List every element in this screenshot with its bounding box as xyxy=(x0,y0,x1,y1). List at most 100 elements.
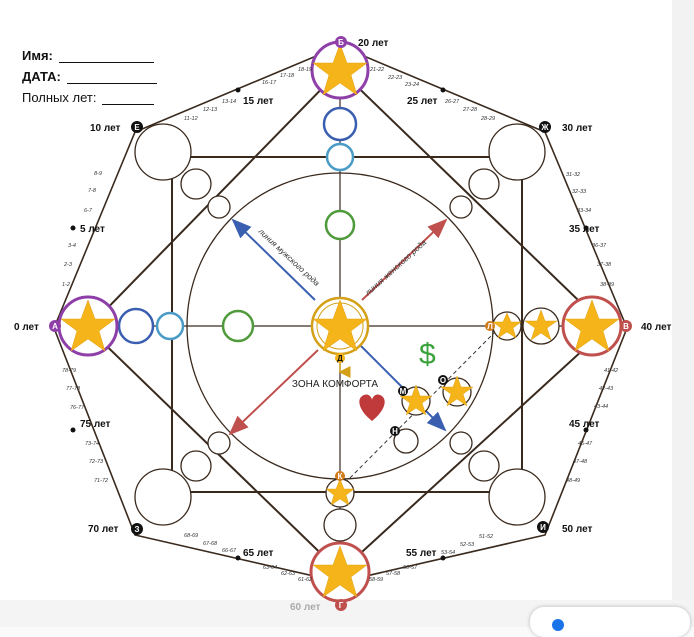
point-m-badge xyxy=(398,386,408,396)
top-green-circle xyxy=(324,209,356,241)
point-l-label: Л xyxy=(487,322,493,331)
point-o-label: О xyxy=(440,376,446,385)
range-46-47: 46-47 xyxy=(578,441,593,447)
corner-circle-top-left-small xyxy=(207,195,231,219)
star-o xyxy=(440,375,474,407)
top-blue-circle xyxy=(322,106,358,142)
age-20: 20 лет xyxy=(358,38,389,49)
age-0: 0 лет xyxy=(14,322,39,333)
age-5: 5 лет xyxy=(80,224,105,235)
age-55: 55 лет xyxy=(406,548,437,559)
point-m-label: М xyxy=(400,387,407,396)
age-30: 30 лет xyxy=(562,123,593,134)
point-l-badge xyxy=(485,321,495,331)
range-16-17: 16-17 xyxy=(262,80,277,86)
tick-65 xyxy=(235,555,241,561)
point-n-badge xyxy=(390,426,400,436)
outer-octagon xyxy=(53,45,628,583)
female-line-arrow-down xyxy=(228,349,319,436)
male-line-label: линия мужского рода xyxy=(256,226,322,288)
range-28-29: 28-29 xyxy=(480,116,495,122)
point-o-badge xyxy=(438,375,448,385)
range-57-58: 57-58 xyxy=(386,571,401,577)
dollar-icon: $ xyxy=(419,338,436,371)
point-zh-label: Ж xyxy=(540,123,549,132)
age-field[interactable] xyxy=(102,91,155,105)
left-lightblue-circle xyxy=(155,311,185,341)
money-channel-line xyxy=(339,332,495,489)
corner-circle-top-left-inner xyxy=(180,168,212,200)
corner-circle-bottom-left-small xyxy=(207,431,231,455)
point-zh-badge xyxy=(539,121,551,133)
left-green-circle xyxy=(221,309,255,343)
corner-circle-top-right-inner xyxy=(468,168,500,200)
age-15: 15 лет xyxy=(243,96,274,107)
range-31-32: 31-32 xyxy=(566,172,580,178)
star-top xyxy=(312,43,368,96)
female-line-label: линия женского рода xyxy=(363,237,429,298)
star-bottom xyxy=(312,545,368,598)
date-label: ДАТА: xyxy=(22,69,61,84)
range-67-68: 67-68 xyxy=(203,541,218,547)
point-z-label: З xyxy=(134,525,139,534)
point-v-label: В xyxy=(623,322,629,331)
age-75: 75 лет xyxy=(80,419,111,430)
range-32-33: 32-33 xyxy=(572,189,587,195)
bottom-inner-circle-2 xyxy=(323,508,357,542)
point-d-badge xyxy=(335,353,345,363)
point-g-badge xyxy=(335,599,347,611)
point-d-label: Д xyxy=(337,354,343,363)
range-77-78: 77-78 xyxy=(66,386,81,392)
range-47-48: 47-48 xyxy=(573,459,588,465)
range-21-22: 21-22 xyxy=(369,67,384,73)
range-76-77: 76-77 xyxy=(70,405,85,411)
range-6-7: 6-7 xyxy=(84,208,93,214)
heart-icon xyxy=(359,394,385,421)
range-48-49: 48-49 xyxy=(566,478,580,484)
range-42-43: 42-43 xyxy=(599,386,614,392)
page-margin-right xyxy=(672,0,694,600)
range-38-39: 38-39 xyxy=(600,282,614,288)
range-71-72: 71-72 xyxy=(94,478,108,484)
age-60: 60 лет xyxy=(290,602,321,613)
date-field[interactable] xyxy=(66,70,157,84)
n-circle xyxy=(393,428,419,454)
range-12-13: 12-13 xyxy=(203,107,218,113)
range-13-14: 13-14 xyxy=(222,99,236,105)
tick-5 xyxy=(70,225,76,231)
female-line-arrow-up xyxy=(361,218,448,301)
range-18-19: 18-19 xyxy=(298,67,312,73)
star-right-inner xyxy=(492,312,522,339)
range-26-27: 26-27 xyxy=(444,99,460,105)
range-22-23: 22-23 xyxy=(387,75,403,81)
corner-circle-bottom-left xyxy=(134,468,192,526)
star-left xyxy=(60,299,116,352)
range-52-53: 52-53 xyxy=(460,542,475,548)
name-label: Имя: xyxy=(22,48,53,63)
star-right-outer xyxy=(524,309,558,341)
range-56-57: 56-57 xyxy=(403,565,418,571)
tick-75 xyxy=(70,427,76,433)
range-1-2: 1-2 xyxy=(62,282,70,288)
point-z-badge xyxy=(131,523,143,535)
range-27-28: 27-28 xyxy=(462,107,478,113)
range-8-9: 8-9 xyxy=(94,171,102,177)
range-51-52: 51-52 xyxy=(479,534,493,540)
tick-45 xyxy=(583,427,589,433)
point-v-badge xyxy=(620,320,632,332)
range-43-44: 43-44 xyxy=(594,404,608,410)
star-right xyxy=(564,299,620,352)
point-b-badge xyxy=(335,36,347,48)
star-center xyxy=(312,299,368,352)
range-58-59: 58-59 xyxy=(369,577,383,583)
tick-35 xyxy=(583,225,589,231)
corner-circle-bottom-left-inner xyxy=(180,450,212,482)
range-73-74: 73-74 xyxy=(85,441,99,447)
range-78-79: 78-79 xyxy=(62,368,76,374)
corner-circle-top-left xyxy=(134,123,192,181)
tick-25 xyxy=(440,87,446,93)
name-field[interactable] xyxy=(58,49,154,63)
point-e-badge xyxy=(131,121,143,133)
male-line-arrow-up xyxy=(231,218,316,301)
